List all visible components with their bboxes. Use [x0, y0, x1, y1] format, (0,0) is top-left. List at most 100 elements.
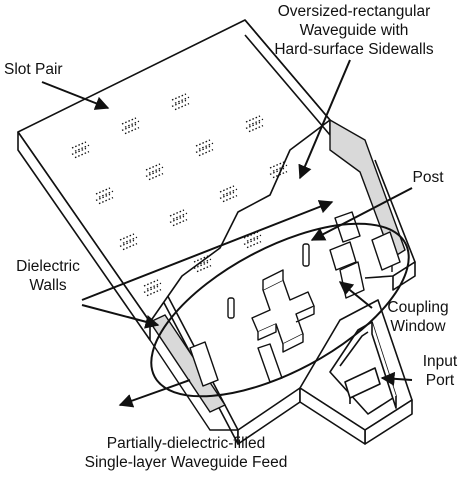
slot-line [193, 261, 209, 269]
slot-line [174, 96, 190, 104]
label-dielectric-2: Walls [29, 277, 67, 294]
label-waveguide-1: Oversized-rectangular [278, 3, 430, 20]
slot-line [145, 163, 161, 171]
slot-pair [95, 187, 114, 205]
slot-line [272, 164, 288, 172]
slot-line [119, 233, 135, 241]
slot-line [246, 234, 262, 242]
slot-pair [121, 117, 140, 135]
slot-line [169, 209, 185, 217]
slot-line [145, 169, 161, 177]
slot-line [222, 195, 238, 203]
arrow-feed [118, 379, 191, 408]
slot-line [195, 145, 211, 153]
slot-pair [71, 141, 90, 159]
input-port-arm [299, 299, 413, 445]
slot-line [124, 127, 140, 135]
arrow-input-port [380, 371, 413, 386]
slot-line [146, 282, 162, 290]
slot-line [95, 193, 111, 201]
slot-line [245, 115, 261, 123]
slot-line [272, 171, 288, 179]
slot-pair [243, 231, 262, 249]
slot-line [269, 167, 285, 175]
label-coupling-2: Window [390, 318, 446, 335]
leader-arrows [41, 59, 413, 408]
slot-line [193, 255, 209, 263]
slot-line [196, 258, 212, 266]
slot-line [219, 185, 235, 193]
slot-line [222, 188, 238, 196]
arrow-slot-pair [41, 81, 110, 110]
slot-line [243, 231, 259, 239]
slot-line [98, 190, 114, 198]
slot-line [172, 212, 188, 220]
slot-line [169, 215, 185, 223]
slot-pair [195, 139, 214, 157]
arrow-dielectric-1 [81, 200, 334, 301]
slot-line [196, 265, 212, 273]
dielectric-walls [148, 118, 406, 431]
slot-line [74, 151, 90, 159]
slot-line [148, 166, 164, 174]
feed-ellipse [150, 222, 410, 398]
slot-line [248, 118, 264, 126]
arrow-dielectric-2 [81, 304, 160, 329]
label-slot-pair: Slot Pair [4, 61, 63, 78]
slot-line [98, 197, 114, 205]
label-feed-2: Single-layer Waveguide Feed [85, 454, 288, 471]
labels: Oversized-rectangular Waveguide with Har… [4, 3, 458, 471]
label-input-2: Port [426, 372, 455, 389]
slot-pair [143, 279, 162, 297]
label-dielectric-1: Dielectric [16, 258, 80, 275]
slot-line [243, 237, 259, 245]
slot-pairs [71, 93, 288, 297]
slot-line [121, 123, 137, 131]
slot-line [124, 120, 140, 128]
slot-pair [245, 115, 264, 133]
slot-pair [193, 255, 212, 273]
slot-line [195, 139, 211, 147]
slot-line [269, 161, 285, 169]
slot-line [143, 285, 159, 293]
slot-line [171, 99, 187, 107]
slot-line [198, 142, 214, 150]
slot-line [198, 149, 214, 157]
arrow-coupling [338, 281, 373, 309]
slot-line [71, 141, 87, 149]
slot-line [148, 173, 164, 181]
slot-line [146, 289, 162, 297]
slot-line [245, 121, 261, 129]
slot-line [119, 239, 135, 247]
slot-pair [169, 209, 188, 227]
arrow-post [310, 187, 413, 241]
slot-pair [269, 161, 288, 179]
slot-line [95, 187, 111, 195]
top-plate [17, 19, 331, 341]
slot-pair [219, 185, 238, 203]
label-waveguide-3: Hard-surface Sidewalls [274, 41, 434, 58]
slot-line [74, 144, 90, 152]
slot-line [122, 236, 138, 244]
slot-line [172, 219, 188, 227]
slot-line [246, 241, 262, 249]
slot-pair [145, 163, 164, 181]
slot-line [219, 191, 235, 199]
label-waveguide-2: Waveguide with [300, 22, 409, 39]
slot-line [248, 125, 264, 133]
label-post: Post [412, 169, 444, 186]
label-feed-1: Partially-dielectric-filled [107, 435, 266, 452]
slot-line [171, 93, 187, 101]
slot-pair [119, 233, 138, 251]
feed-internals [189, 211, 401, 387]
slot-line [121, 117, 137, 125]
slot-line [122, 243, 138, 251]
slot-line [174, 103, 190, 111]
slot-line [71, 147, 87, 155]
slot-line [143, 279, 159, 287]
slot-pair [171, 93, 190, 111]
label-coupling-1: Coupling [387, 299, 448, 316]
label-input-1: Input [423, 353, 458, 370]
